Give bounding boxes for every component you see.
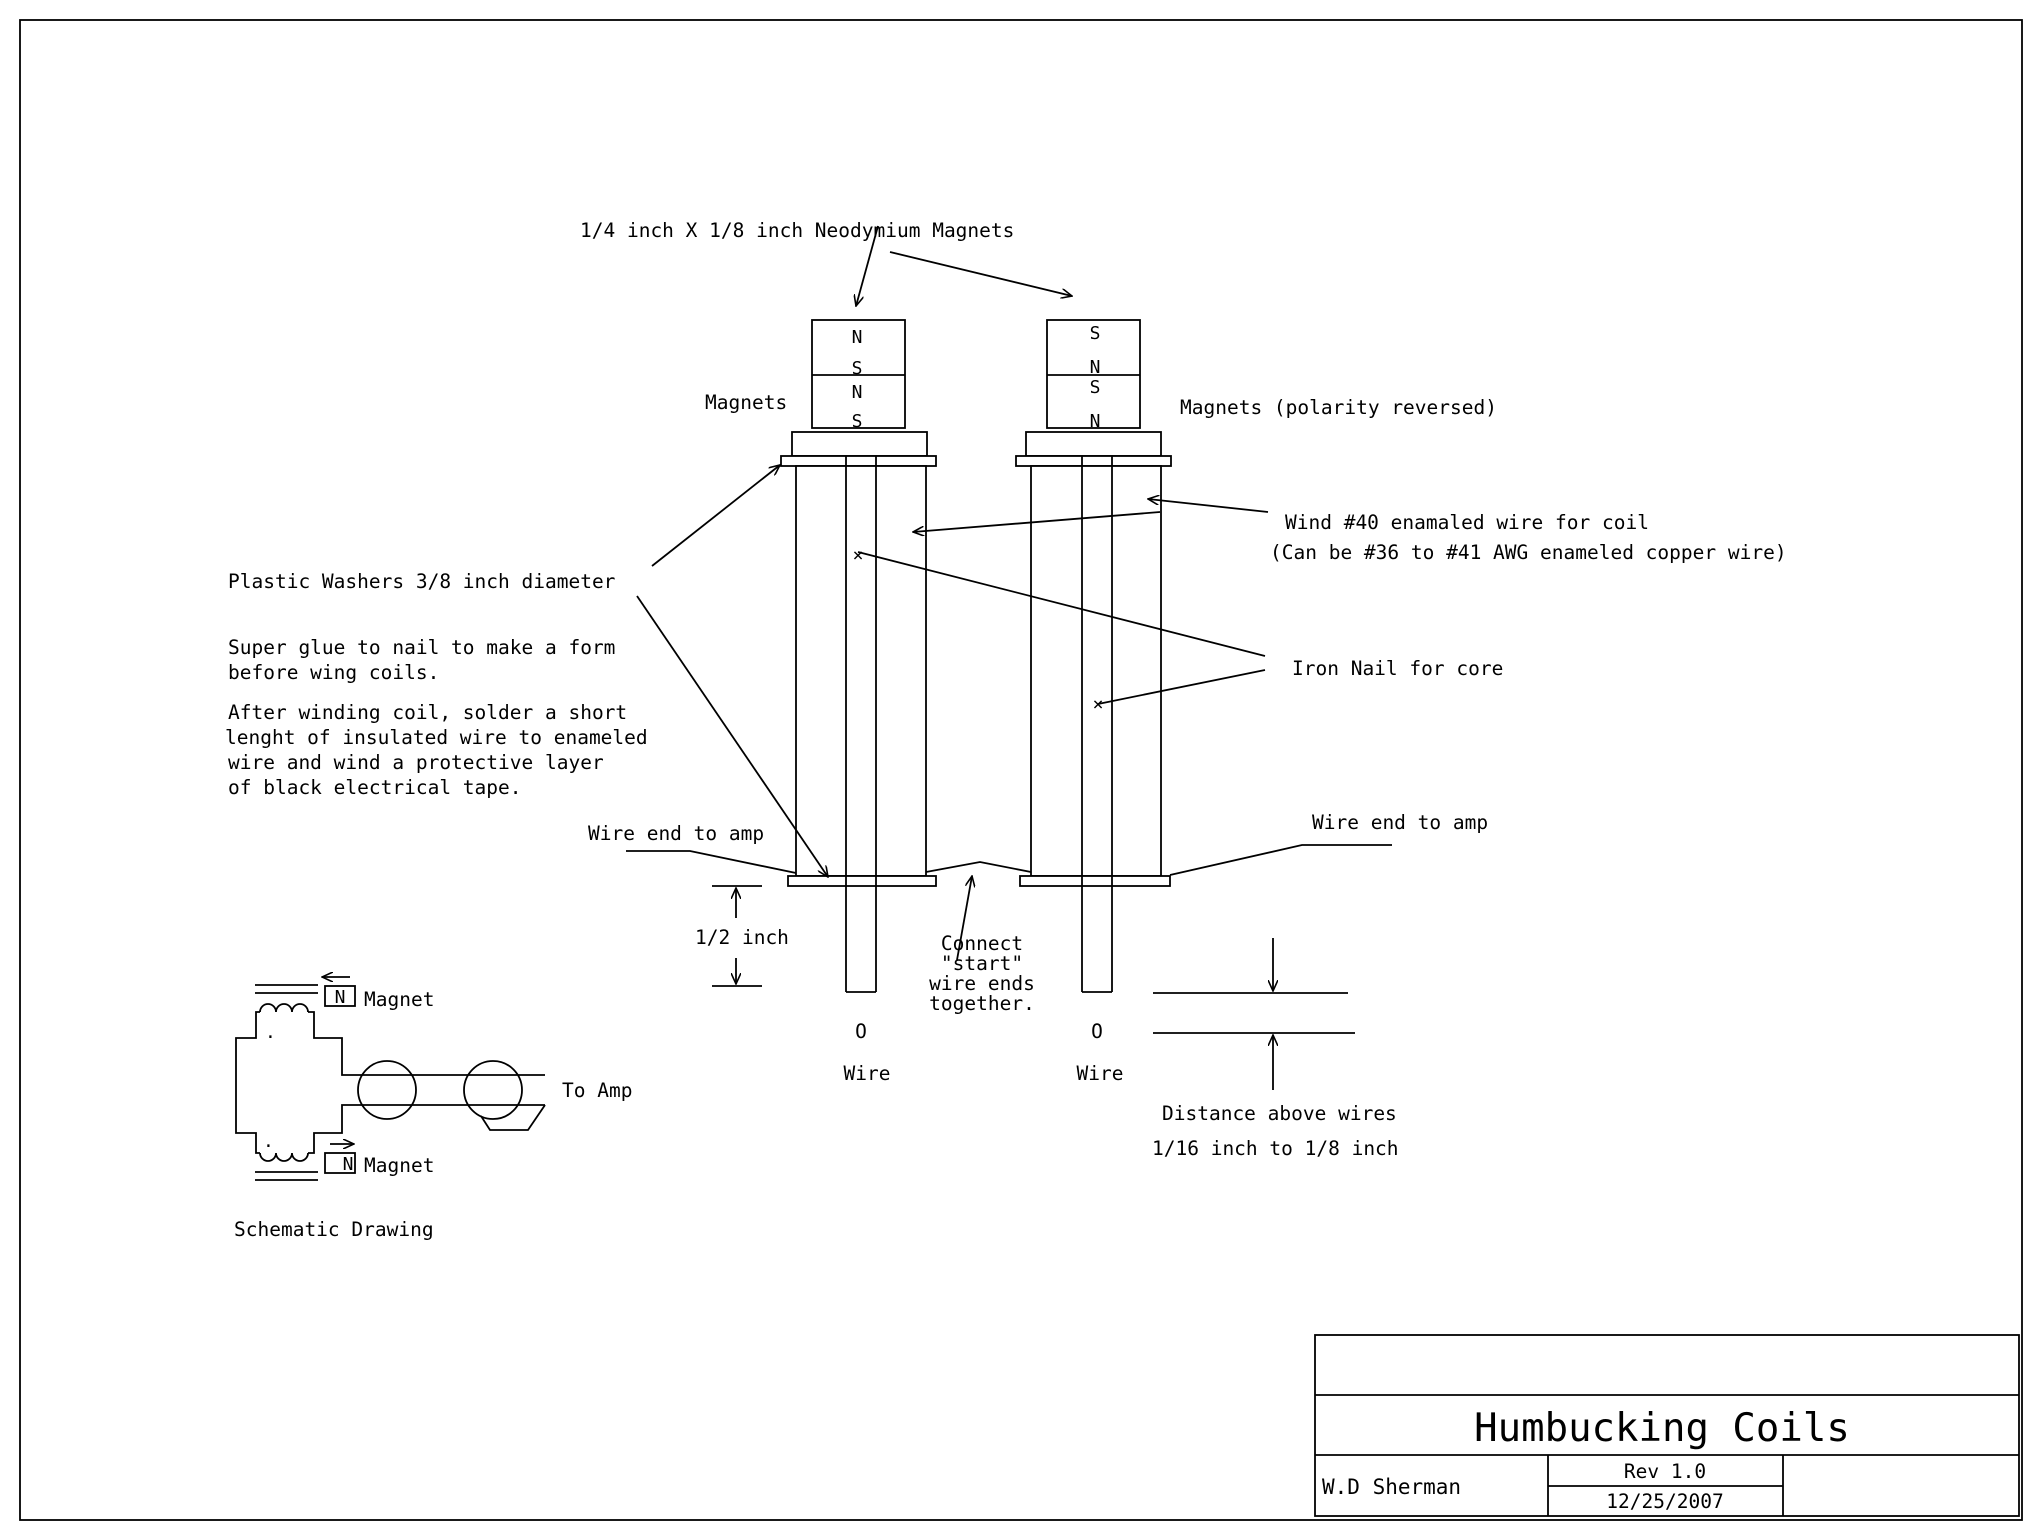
bottom-magnet-box [324, 1152, 356, 1174]
pole-letter: N [852, 382, 863, 403]
nail-cross-mark: × [853, 545, 864, 566]
top-magnet-label: Magnet [364, 988, 434, 1011]
leader-line [857, 551, 1266, 657]
top-magnet-box [324, 985, 356, 1007]
schematic-drawing: . N Magnet . N Magnet To Amp [235, 977, 632, 1181]
schematic-wire [308, 1011, 545, 1076]
top-coil-symbol [259, 1003, 309, 1013]
half-inch-label: 1/2 inch [695, 926, 789, 949]
nail-cross-mark: × [1093, 694, 1104, 715]
leader-arrow [956, 876, 972, 961]
left-top-cap [791, 431, 928, 457]
left-wire-label: Wire [844, 1062, 891, 1085]
bottom-magnet-label: Magnet [364, 1154, 434, 1177]
right-coil-body [1030, 465, 1162, 877]
right-top-cap [1025, 431, 1162, 457]
right-magnets-label: Magnets (polarity reversed) [1180, 396, 1497, 419]
ground-lead [480, 1104, 546, 1131]
polarity-dot: . [263, 1131, 274, 1152]
right-wire-end-line [1169, 844, 1392, 876]
right-bottom-washer [1019, 875, 1171, 887]
pole-letter: S [852, 411, 863, 432]
bottom-coil-symbol [259, 1152, 309, 1162]
right-coil: S N S N × [1015, 319, 1172, 993]
right-top-washer [1015, 455, 1172, 467]
drawing-border [19, 19, 2023, 1521]
drawing-title: Humbucking Coils [1474, 1406, 1850, 1451]
winding-note-line: of black electrical tape. [228, 776, 522, 799]
shielded-cable-ring [463, 1060, 523, 1120]
connect-label-line: wire ends [929, 972, 1035, 995]
schematic-wire [235, 1011, 260, 1154]
connect-label-line: together. [929, 992, 1035, 1015]
bottom-magnet-pole: N [343, 1154, 354, 1175]
title-block: Humbucking Coils W.D Sherman Rev 1.0 12/… [1314, 1334, 2020, 1517]
winding-note-line: lenght of insulated wire to enameled [225, 726, 648, 749]
leader-line [1097, 669, 1266, 705]
left-wire-end-line [626, 850, 797, 874]
leader-arrow [651, 465, 780, 567]
right-wire-label: Wire [1077, 1062, 1124, 1085]
shielded-cable-ring [357, 1060, 417, 1120]
schematic-wire [308, 1104, 545, 1154]
pole-letter: S [1090, 377, 1101, 398]
left-wire-end-label: Wire end to amp [588, 822, 764, 845]
left-bottom-washer [787, 875, 937, 887]
iron-nail-label: Iron Nail for core [1292, 657, 1503, 680]
right-wire-end-label: Wire end to amp [1312, 811, 1488, 834]
left-wire-marker: O [855, 1020, 867, 1043]
washers-label: Plastic Washers 3/8 inch diameter [228, 570, 615, 593]
wind-label: Wind #40 enamaled wire for coil [1285, 511, 1649, 534]
left-coil-body [795, 465, 927, 877]
left-magnets-label: Magnets [705, 391, 787, 414]
glue-note-line: Super glue to nail to make a form [228, 636, 615, 659]
magnets-heading: 1/4 inch X 1/8 inch Neodymium Magnets [580, 219, 1014, 242]
top-magnet-pole: N [335, 987, 346, 1008]
winding-note-line: wire and wind a protective layer [228, 751, 604, 774]
polarity-dot: . [265, 1022, 276, 1043]
pole-letter: S [1090, 323, 1101, 344]
leader-arrow [1148, 499, 1269, 513]
winding-note-line: After winding coil, solder a short [228, 701, 627, 724]
leader-arrow [636, 595, 828, 877]
start-wire-join [925, 861, 1032, 873]
wind-sub-label: (Can be #36 to #41 AWG enameled copper w… [1270, 541, 1787, 564]
pole-letter: N [852, 327, 863, 348]
left-top-washer [780, 455, 937, 467]
distance-label: Distance above wires [1162, 1102, 1397, 1125]
author: W.D Sherman [1322, 1475, 1461, 1499]
connect-label-line: Connect [941, 932, 1023, 955]
right-wire-marker: O [1091, 1020, 1103, 1043]
right-magnet-stack [1046, 319, 1141, 429]
distance-range: 1/16 inch to 1/8 inch [1152, 1137, 1399, 1160]
revision: Rev 1.0 [1624, 1460, 1706, 1483]
glue-note-line: before wing coils. [228, 661, 439, 684]
pole-letter: S [852, 358, 863, 379]
leader-arrow [856, 225, 879, 306]
connect-label-line: "start" [941, 952, 1023, 975]
leader-arrow [889, 251, 1072, 296]
title-block-frame [1314, 1334, 2020, 1517]
schematic-caption: Schematic Drawing [234, 1218, 434, 1241]
drawing-date: 12/25/2007 [1606, 1490, 1723, 1513]
left-coil: N S N S × [780, 319, 937, 993]
left-magnet-stack [811, 319, 906, 429]
leader-arrow [913, 511, 1161, 532]
to-amp-label: To Amp [562, 1079, 632, 1102]
pole-letter: N [1090, 357, 1101, 378]
pole-letter: N [1090, 411, 1101, 432]
